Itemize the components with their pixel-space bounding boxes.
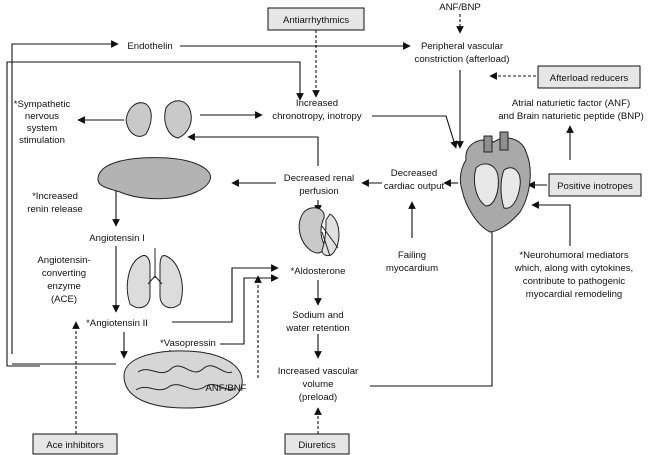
aldosterone-label: *Aldosterone xyxy=(291,266,346,277)
neurohumoral-node: *Neurohumoral mediators which, along wit… xyxy=(514,250,633,300)
failing-myocardium-node: Failing myocardium xyxy=(386,250,438,274)
lungs-icon xyxy=(126,248,183,309)
neuro-line-4: myocardial remodeling xyxy=(526,289,623,300)
renin-node: *Increased renin release xyxy=(27,191,82,215)
cardiac-line-1: Decreased xyxy=(391,168,437,179)
renal-line-1: Decreased renal xyxy=(284,173,354,184)
sodium-line-2: water retention xyxy=(285,323,349,334)
ace-line-4: (ACE) xyxy=(51,294,77,305)
anf-line-1: Atrial naturietic factor (ANF) xyxy=(512,98,630,109)
neuro-line-1: *Neurohumoral mediators xyxy=(519,250,629,261)
edge-left-loop-outer xyxy=(11,40,119,354)
anf-node: Atrial naturietic factor (ANF) and Brain… xyxy=(498,98,644,122)
edge-neurohumoral-to-heart xyxy=(531,201,571,246)
endothelin-label: Endothelin xyxy=(127,41,172,52)
diuretics-box: Diuretics xyxy=(284,433,350,455)
chronotropy-line-2: chronotropy, inotropy xyxy=(272,111,362,122)
volume-line-1: Increased vascular xyxy=(278,366,359,377)
peripheral-line-2: constriction (afterload) xyxy=(415,54,510,65)
chronotropy-node: Increased chronotropy, inotropy xyxy=(272,98,362,122)
ace-inhibitors-box: Ace inhibitors xyxy=(32,433,118,455)
cardiac-output-node: Decreased cardiac output xyxy=(384,168,445,192)
neuro-line-2: which, along with cytokines, xyxy=(514,263,633,274)
chronotropy-line-1: Increased xyxy=(296,98,338,109)
diuretics-label: Diuretics xyxy=(298,440,336,451)
renin-line-1: *Increased xyxy=(32,191,78,202)
neuro-line-3: contribute to pathogenic xyxy=(523,276,626,287)
positive-inotropes-label: Positive inotropes xyxy=(557,181,633,192)
edge-angiotensin2-to-aldosterone xyxy=(172,264,279,323)
failing-line-2: myocardium xyxy=(386,263,438,274)
edge-chronotropy-to-heart xyxy=(372,115,458,149)
edges xyxy=(6,14,574,434)
kidney-icon xyxy=(298,207,340,257)
sympathetic-line-3: system xyxy=(27,123,57,134)
cardiac-line-2: cardiac output xyxy=(384,181,445,192)
brain-icon xyxy=(123,350,243,409)
edge-left-loop-inner xyxy=(6,61,304,367)
vasopressin-label: *Vasopressin xyxy=(160,338,216,349)
ace-line-2: converting xyxy=(42,268,86,279)
renin-line-2: renin release xyxy=(27,204,82,215)
sympathetic-line-2: nervous xyxy=(25,111,59,122)
vascular-volume-node: Increased vascular volume (preload) xyxy=(278,366,359,403)
angiotensin-1-label: Angiotensin I xyxy=(89,233,144,244)
peripheral-vascular-node: Peripheral vascular constriction (afterl… xyxy=(415,41,510,65)
ace-inhibitors-label: Ace inhibitors xyxy=(46,440,104,451)
sympathetic-line-4: stimulation xyxy=(19,135,65,146)
edge-renal-to-adrenal xyxy=(187,133,319,166)
ace-line-3: enzyme xyxy=(47,281,81,292)
volume-line-2: volume xyxy=(303,379,334,390)
antiarrhythmics-box: Antiarrhythmics xyxy=(267,7,365,31)
peripheral-line-1: Peripheral vascular xyxy=(421,41,504,52)
afterload-reducers-label: Afterload reducers xyxy=(550,73,629,84)
anf-bnf-label: ANF/BNF xyxy=(205,383,246,394)
sympathetic-line-1: *Sympathetic xyxy=(14,99,71,110)
ace-node: Angiotensin- converting enzyme (ACE) xyxy=(37,255,90,305)
sympathetic-node: *Sympathetic nervous system stimulation xyxy=(14,99,71,146)
positive-inotropes-box: Positive inotropes xyxy=(548,173,642,197)
volume-line-3: (preload) xyxy=(299,392,337,403)
liver-icon xyxy=(97,157,211,200)
edge-vasopressin-to-sodium xyxy=(220,274,279,345)
renal-perfusion-node: Decreased renal perfusion xyxy=(284,173,354,197)
angiotensin-2-label: *Angiotensin II xyxy=(86,318,148,329)
adrenal-glands-icon xyxy=(125,100,192,139)
failing-line-1: Failing xyxy=(398,250,426,261)
sodium-line-1: Sodium and xyxy=(292,310,343,321)
heart-icon xyxy=(459,131,531,233)
anf-line-2: and Brain naturietic peptide (BNP) xyxy=(498,111,644,122)
renal-line-2: perfusion xyxy=(299,186,338,197)
edge-volume-to-heart xyxy=(370,209,496,387)
anf-bnp-top-label: ANF/BNP xyxy=(439,2,481,13)
sodium-node: Sodium and water retention xyxy=(285,310,349,334)
antiarrhythmics-label: Antiarrhythmics xyxy=(283,15,349,26)
ace-line-1: Angiotensin- xyxy=(37,255,90,266)
afterload-reducers-box: Afterload reducers xyxy=(537,65,641,89)
